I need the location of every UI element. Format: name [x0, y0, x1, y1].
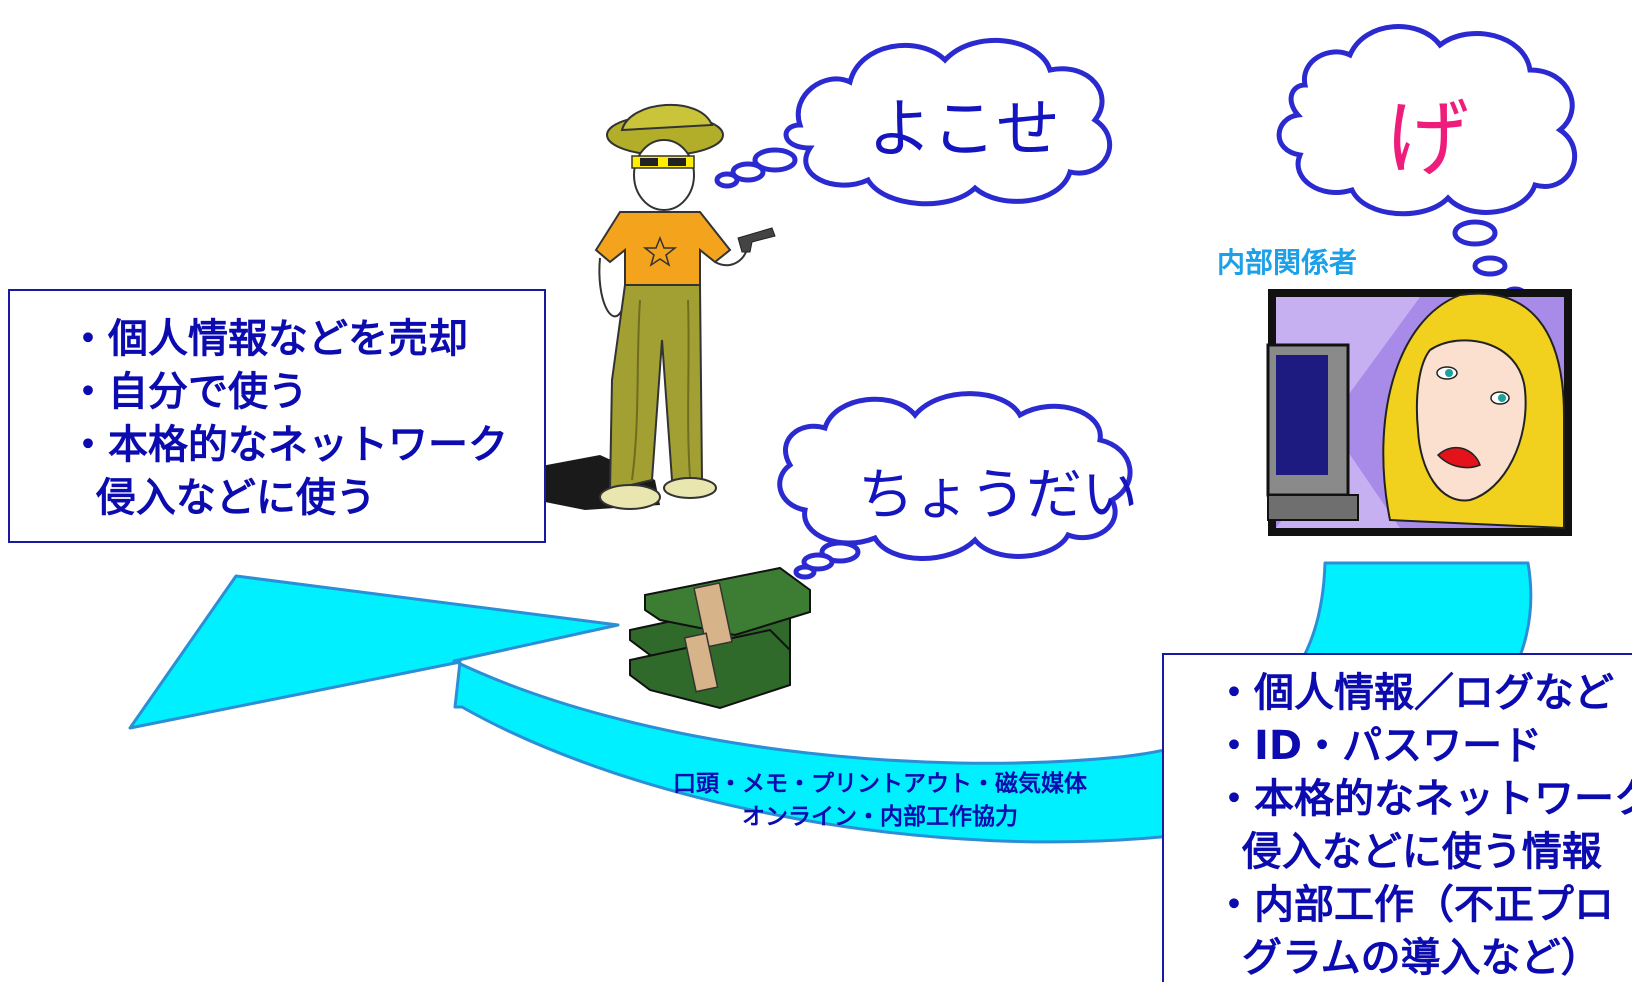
usage-item: ・本格的なネットワーク: [68, 422, 508, 468]
bubble-text-ge: げ: [1385, 90, 1470, 188]
bubble-text-yokose: よこせ: [868, 93, 1060, 167]
arrow-caption-line2: オンライン・内部工作協力: [742, 804, 1018, 830]
insider-portrait: [1266, 289, 1572, 536]
bubble-text-choudai: ちょうだい: [858, 463, 1138, 528]
usage-box: ・個人情報などを売却 ・自分で使う ・本格的なネットワーク 侵入などに使う: [8, 289, 546, 543]
leaked-info-item: ・ID・パスワード: [1214, 723, 1543, 769]
leaked-info-item: ・本格的なネットワーク: [1214, 776, 1632, 822]
thought-bubble-money: [777, 391, 1133, 580]
leaked-info-box: ・個人情報／ログなど ・ID・パスワード ・本格的なネットワーク 侵入などに使う…: [1162, 653, 1632, 982]
leaked-info-item: ・内部工作（不正プロ: [1214, 882, 1614, 928]
arrow-caption-line1: 口頭・メモ・プリントアウト・磁気媒体: [673, 771, 1087, 797]
leaked-info-list: ・個人情報／ログなど ・ID・パスワード ・本格的なネットワーク 侵入などに使う…: [1214, 667, 1632, 982]
thought-bubble-criminal: [714, 37, 1113, 207]
leaked-info-item: 侵入などに使う情報: [1214, 829, 1602, 875]
arrow-caption: 口頭・メモ・プリントアウト・磁気媒体 オンライン・内部工作協力: [640, 768, 1120, 834]
usage-item: 侵入などに使う: [68, 475, 376, 521]
usage-item: ・自分で使う: [68, 369, 308, 415]
insider-label: 内部関係者: [1217, 246, 1358, 279]
usage-item: ・個人情報などを売却: [68, 316, 468, 362]
usage-list: ・個人情報などを売却 ・自分で使う ・本格的なネットワーク 侵入などに使う: [68, 313, 544, 525]
criminal-figure: [520, 104, 776, 510]
leaked-info-item: グラムの導入など）: [1214, 935, 1601, 981]
money-stack: [629, 566, 811, 710]
leaked-info-item: ・個人情報／ログなど: [1214, 670, 1614, 716]
